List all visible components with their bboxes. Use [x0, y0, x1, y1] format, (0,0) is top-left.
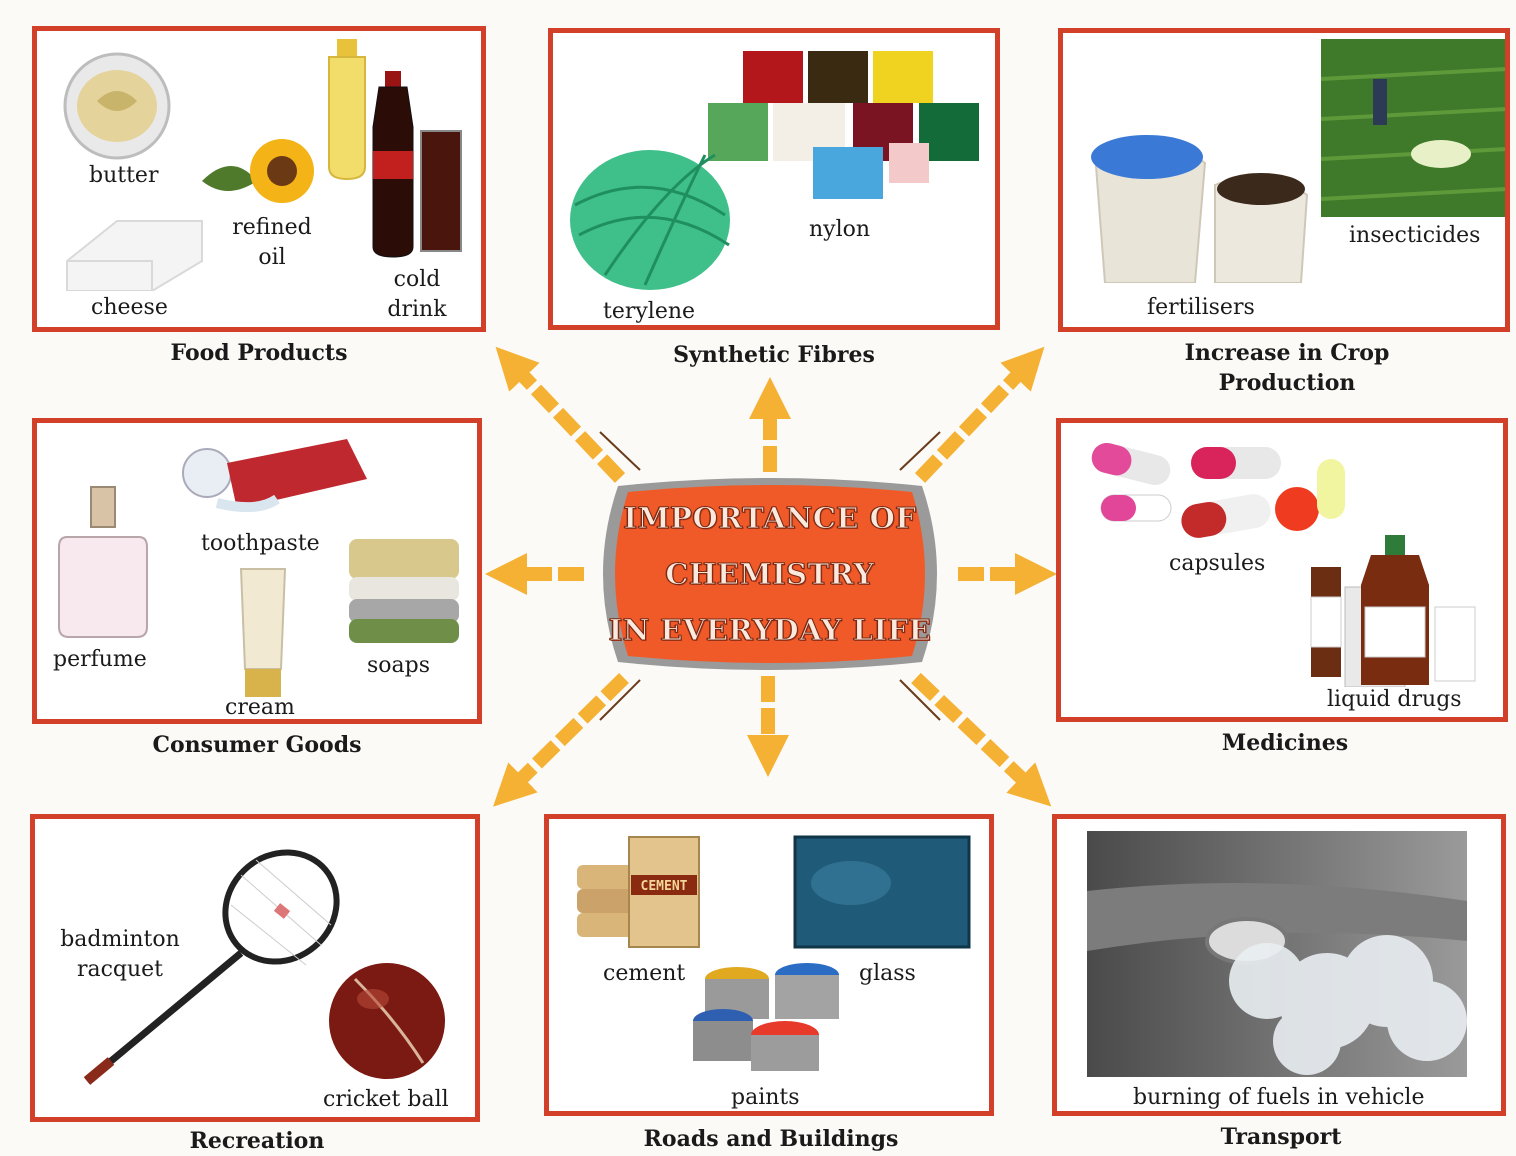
center-shape [603, 478, 937, 670]
panel-crop-production: insecticides fertilisers [1058, 28, 1510, 332]
cold-drink-icon [372, 71, 462, 258]
cheese-icon [66, 220, 203, 291]
arrow-crop [914, 346, 1045, 483]
caption-roads-buildings: Roads and Buildings [643, 1126, 899, 1152]
cricket-ball-icon [329, 963, 445, 1079]
center-title: IMPORTANCE OF CHEMISTRY IN EVERYDAY LIFE [588, 476, 952, 672]
label-terylene: terylene [603, 299, 696, 324]
caption-food-products: Food Products [170, 340, 348, 366]
label-cheese: cheese [91, 295, 168, 320]
label-perfume: perfume [53, 647, 147, 672]
center-title-line1: IMPORTANCE OF [623, 501, 917, 536]
sunflower-icon [202, 139, 314, 203]
perfume-bottle-icon [58, 486, 148, 638]
panel-synthetic-fibres: nylon terylene [548, 28, 1000, 330]
label-cream: cream [225, 695, 295, 720]
label-badminton-2: racquet [76, 957, 164, 982]
panel-food-products: butter refined oil cold drink cheese [32, 26, 486, 332]
panel-transport: burning of fuels in vehicle [1052, 814, 1506, 1116]
field-spraying-icon [1321, 39, 1505, 217]
label-paints: paints [731, 1085, 800, 1110]
butter-bowl-icon [63, 52, 171, 160]
panel-consumer-goods: toothpaste perfume soaps cream [32, 418, 482, 724]
label-insecticides: insecticides [1349, 223, 1481, 248]
paint-cans-icon [693, 963, 839, 1071]
label-cricket-ball: cricket ball [323, 1087, 449, 1112]
capsules-icon [1091, 442, 1345, 538]
label-burning-fuels: burning of fuels in vehicle [1133, 1085, 1425, 1110]
thread-spools-icon [708, 51, 979, 199]
cement-bag-text: CEMENT [641, 879, 688, 894]
badminton-racquet-icon [83, 849, 340, 1085]
label-refined-oil-1: refined [232, 215, 312, 240]
label-cold-drink-1: cold [393, 267, 441, 292]
arrow-food [495, 346, 626, 483]
center-title-line3: IN EVERYDAY LIFE [608, 613, 932, 648]
label-refined-oil-2: oil [258, 245, 286, 270]
caption-consumer-goods: Consumer Goods [152, 732, 362, 758]
caption-medicines: Medicines [1221, 730, 1349, 756]
oil-bottle-icon [328, 39, 366, 181]
label-glass: glass [859, 961, 916, 986]
liquid-drugs-icon [1310, 535, 1476, 687]
center-hub: IMPORTANCE OF CHEMISTRY IN EVERYDAY LIFE [588, 476, 952, 672]
panel-recreation: badminton racquet cricket ball [30, 814, 480, 1122]
soaps-icon [349, 539, 459, 643]
label-cold-drink-2: drink [387, 297, 447, 322]
fertiliser-bags-icon [1091, 135, 1309, 283]
panel-roads-buildings: CEMENT cement glass paints [544, 814, 994, 1116]
arrow-transport [911, 672, 1052, 807]
panel-medicines: capsules liquid drugs [1056, 418, 1508, 722]
caption-recreation: Recreation [189, 1128, 325, 1154]
arrow-recreation [493, 673, 629, 807]
toothpaste-icon [182, 439, 367, 513]
label-butter: butter [89, 163, 159, 188]
label-badminton-1: badminton [60, 927, 180, 952]
label-cement: cement [603, 961, 686, 986]
label-soaps: soaps [367, 653, 431, 678]
label-liquid-drugs: liquid drugs [1327, 687, 1462, 712]
label-nylon: nylon [809, 217, 871, 242]
vehicle-exhaust-icon [1087, 831, 1467, 1077]
center-title-line2: CHEMISTRY [665, 557, 875, 592]
label-capsules: capsules [1169, 551, 1266, 576]
label-fertilisers: fertilisers [1147, 295, 1255, 320]
caption-transport: Transport [1220, 1124, 1342, 1150]
cream-tube-icon [239, 568, 287, 697]
terylene-ball-icon [570, 150, 730, 290]
caption-crop-production-2: Production [1218, 370, 1356, 396]
caption-synthetic-fibres: Synthetic Fibres [673, 342, 875, 368]
label-toothpaste: toothpaste [201, 531, 320, 556]
caption-crop-production-1: Increase in Crop [1184, 340, 1390, 366]
cement-bags-icon: CEMENT [577, 836, 700, 948]
glass-sheet-icon [793, 835, 971, 949]
